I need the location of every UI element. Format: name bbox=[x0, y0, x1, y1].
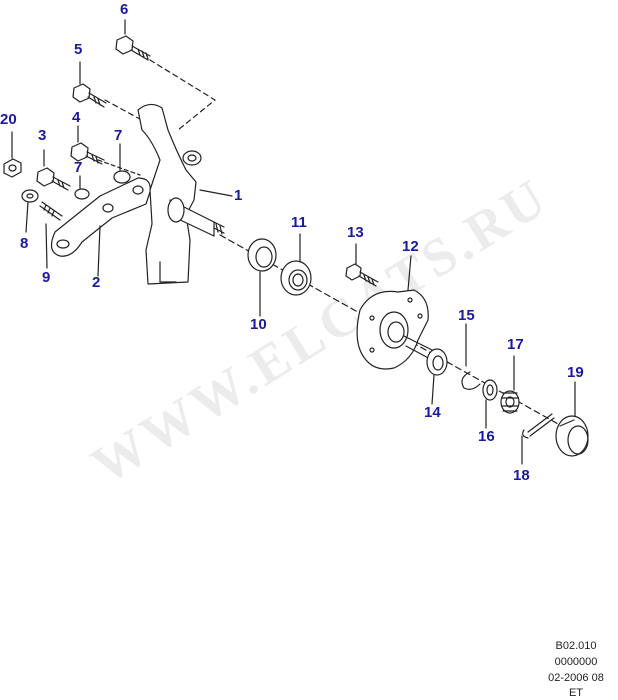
nut-9 bbox=[39, 201, 63, 221]
callout-8: 8 bbox=[20, 235, 29, 252]
diagram-number: 0000000 bbox=[554, 656, 598, 668]
callout-13: 13 bbox=[347, 224, 364, 241]
callout-7-upper: 7 bbox=[114, 127, 123, 144]
callout-6: 6 bbox=[120, 1, 129, 18]
stud-13 bbox=[345, 263, 379, 287]
bolt-4 bbox=[70, 142, 105, 165]
leader-9 bbox=[45, 223, 48, 269]
callout-16: 16 bbox=[478, 428, 495, 445]
seal-10 bbox=[247, 238, 277, 272]
diagram-date: 02-2006 08 bbox=[548, 672, 604, 684]
washer-8 bbox=[21, 189, 39, 203]
callout-12: 12 bbox=[402, 238, 419, 255]
bearing-11 bbox=[280, 260, 312, 296]
hub-12 bbox=[356, 289, 433, 370]
callout-1: 1 bbox=[234, 187, 243, 204]
diagram-suffix: ET bbox=[568, 687, 584, 699]
nut-20 bbox=[3, 158, 22, 178]
washer-7b bbox=[74, 188, 90, 200]
callout-14: 14 bbox=[424, 404, 441, 421]
leader-8 bbox=[25, 201, 29, 233]
hub-cap-19 bbox=[555, 415, 589, 457]
callout-18: 18 bbox=[513, 467, 530, 484]
leader-14 bbox=[431, 374, 435, 405]
steering-knuckle-1 bbox=[137, 103, 225, 285]
leader-2 bbox=[97, 225, 101, 277]
washer-16 bbox=[482, 379, 498, 401]
callout-3: 3 bbox=[38, 127, 47, 144]
callout-11: 11 bbox=[291, 214, 307, 231]
assembly-line-5 bbox=[104, 99, 161, 131]
callout-7-lower: 7 bbox=[74, 159, 83, 176]
assembly-line-6 bbox=[149, 59, 216, 131]
assembly-line-4 bbox=[97, 159, 141, 176]
callout-17: 17 bbox=[507, 336, 524, 353]
callout-2: 2 bbox=[92, 274, 101, 291]
leader-1 bbox=[199, 189, 233, 197]
nut-17 bbox=[500, 390, 520, 414]
diagram-code: B02.010 bbox=[555, 640, 597, 652]
washer-7a bbox=[113, 170, 131, 184]
callout-9: 9 bbox=[42, 269, 51, 286]
cotter-pin-18 bbox=[522, 413, 555, 439]
steering-arm-2 bbox=[50, 177, 151, 257]
bolt-3 bbox=[36, 167, 71, 191]
callout-19: 19 bbox=[567, 364, 584, 381]
circlip-15 bbox=[461, 371, 481, 390]
callout-15: 15 bbox=[458, 307, 475, 324]
callout-10: 10 bbox=[250, 316, 267, 333]
bolt-5 bbox=[72, 83, 107, 108]
callout-5: 5 bbox=[74, 41, 83, 58]
callout-20: 20 bbox=[0, 111, 17, 128]
leader-12 bbox=[407, 255, 412, 291]
seal-14 bbox=[426, 348, 448, 376]
bolt-6 bbox=[115, 35, 151, 61]
callout-4: 4 bbox=[72, 109, 81, 126]
